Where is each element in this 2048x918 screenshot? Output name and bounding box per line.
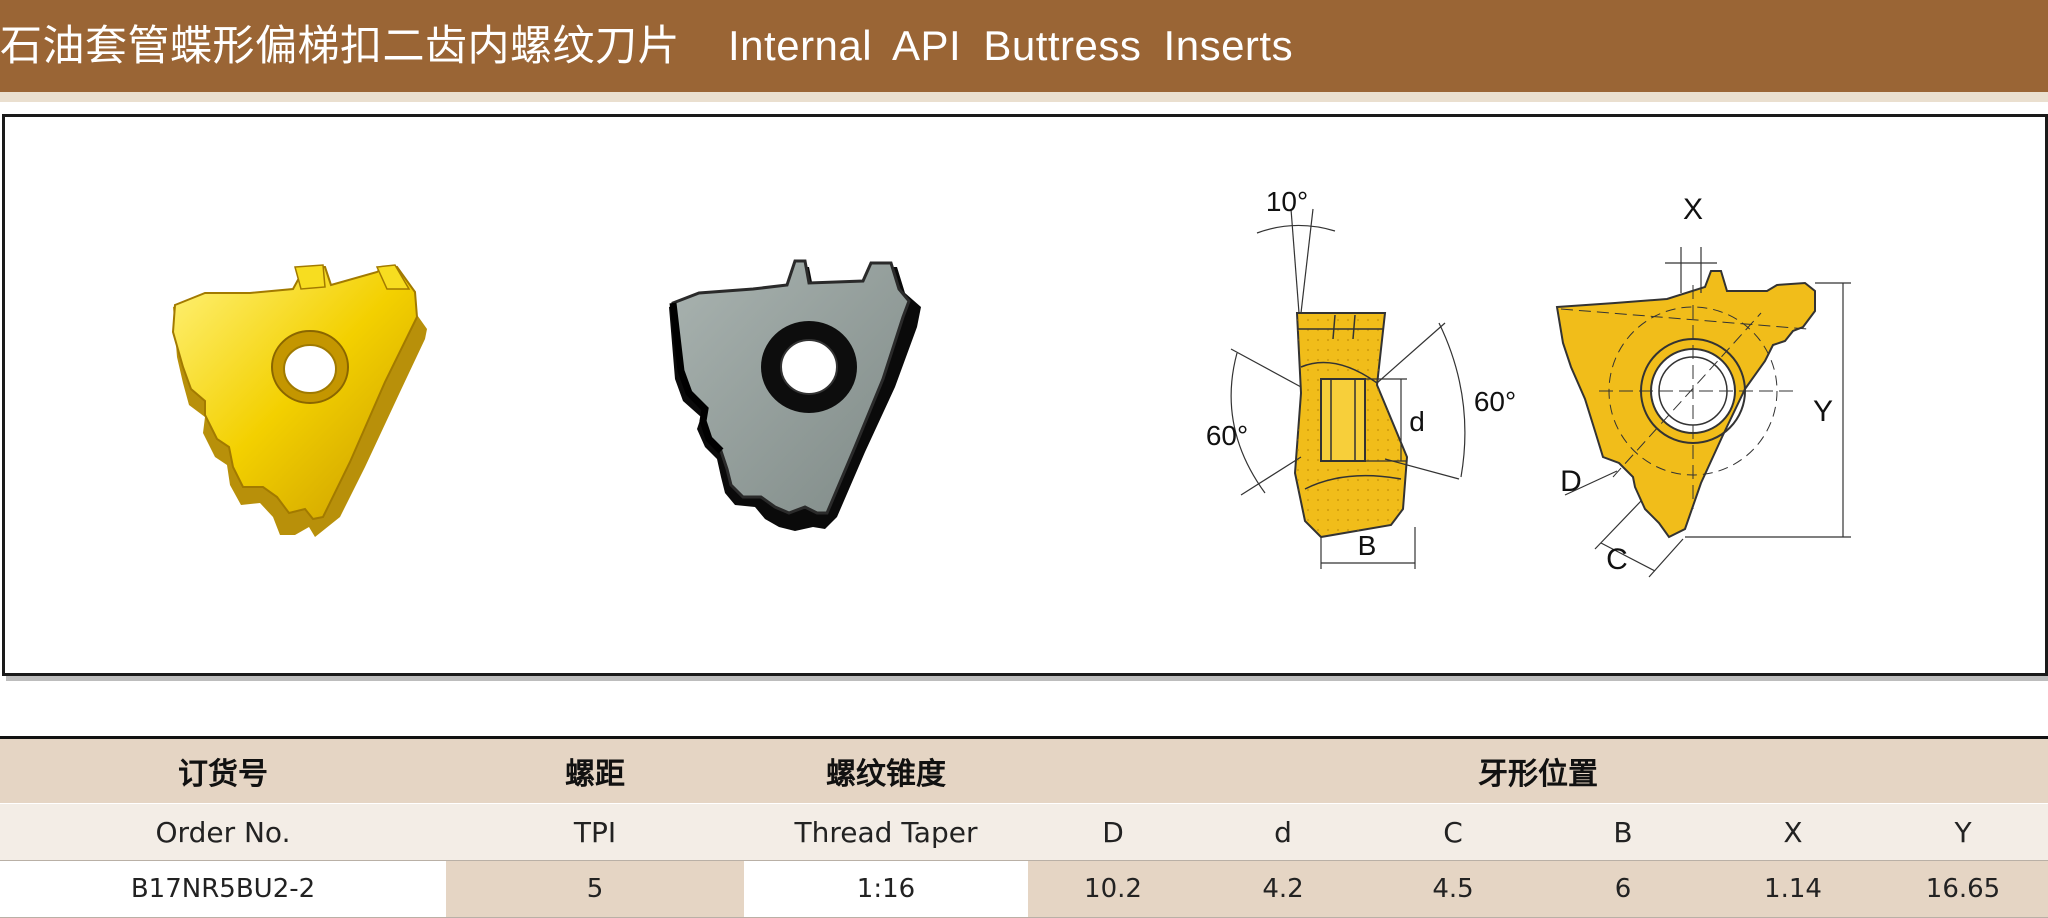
- table-row: B17NR5BU2-2 5 1:16 10.2 4.2 4.5 6 1.14 1…: [0, 860, 2048, 918]
- dimension-d-label: d: [1409, 406, 1425, 437]
- cell-Y: 16.65: [1878, 860, 2048, 918]
- dimension-Y-label: Y: [1813, 395, 1833, 428]
- product-figure-panel: 10° 60° 60° d B: [2, 114, 2048, 676]
- angle-10-label: 10°: [1266, 186, 1308, 217]
- header-X: X: [1708, 803, 1878, 861]
- title-chinese: 石油套管蝶形偏梯扣二齿内螺纹刀片: [0, 21, 681, 70]
- header-C: C: [1368, 803, 1538, 861]
- cell-C: 4.5: [1368, 860, 1538, 918]
- page-title: 石油套管蝶形偏梯扣二齿内螺纹刀片 Internal API Buttress In…: [0, 16, 1293, 76]
- dimension-X-label: X: [1683, 193, 1703, 226]
- spec-table: 订货号 螺距 螺纹锥度 牙形位置 Order No. TPI Thread Ta…: [0, 736, 2048, 918]
- header-B: B: [1538, 803, 1708, 861]
- dimension-C-label: C: [1606, 543, 1628, 576]
- dimension-D-label: D: [1560, 465, 1582, 498]
- angle-60-left-label: 60°: [1206, 420, 1248, 451]
- gold-insert-image: [171, 264, 427, 537]
- header-D: D: [1028, 803, 1198, 861]
- gray-insert-image: [669, 259, 921, 531]
- cell-taper: 1:16: [744, 860, 1028, 918]
- table-header-chinese: 订货号 螺距 螺纹锥度 牙形位置: [0, 736, 2048, 804]
- header-d: d: [1198, 803, 1368, 861]
- header-Y: Y: [1878, 803, 2048, 861]
- cell-d: 4.2: [1198, 860, 1368, 918]
- header-profile-cn: 牙形位置: [1028, 736, 2048, 804]
- header-taper-cn: 螺纹锥度: [744, 736, 1028, 804]
- cell-X: 1.14: [1708, 860, 1878, 918]
- header-order-cn: 订货号: [0, 736, 446, 804]
- cell-D: 10.2: [1028, 860, 1198, 918]
- insert-illustrations: 10° 60° 60° d B: [171, 186, 1851, 578]
- header-tpi-cn: 螺距: [446, 736, 744, 804]
- side-view-drawing: 10° 60° 60° d B: [1206, 186, 1516, 569]
- title-bar: [0, 0, 2048, 92]
- cell-tpi: 5: [446, 860, 744, 918]
- header-thread-taper: Thread Taper: [744, 803, 1028, 861]
- front-view-drawing: X Y D C: [1555, 193, 1851, 578]
- angle-60-right-label: 60°: [1474, 386, 1516, 417]
- dimension-B-label: B: [1358, 530, 1377, 561]
- table-header-english: Order No. TPI Thread Taper D d C B X Y: [0, 803, 2048, 861]
- header-order-no: Order No.: [0, 803, 446, 861]
- cell-order-no: B17NR5BU2-2: [0, 860, 446, 918]
- header-tpi: TPI: [446, 803, 744, 861]
- title-underline: [0, 92, 2048, 102]
- cell-B: 6: [1538, 860, 1708, 918]
- title-english: Internal API Buttress Inserts: [728, 22, 1294, 69]
